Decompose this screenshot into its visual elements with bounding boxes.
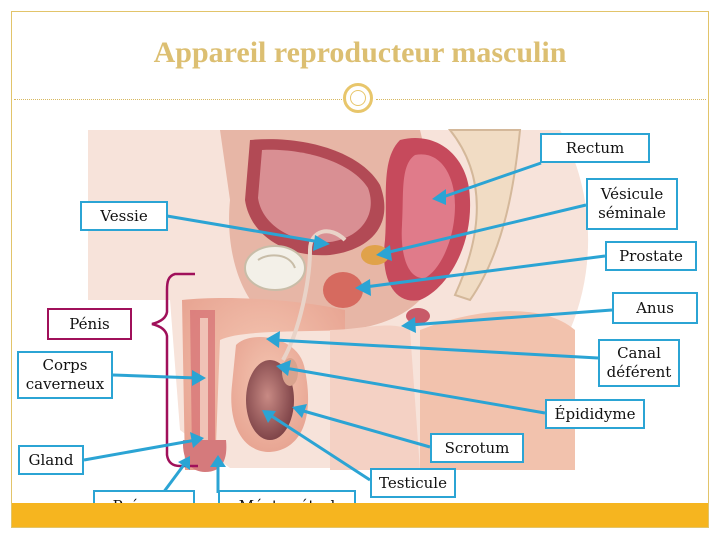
prostate-shape <box>323 272 363 308</box>
label-anus: Anus <box>612 292 698 324</box>
label-gland: Gland <box>18 445 84 475</box>
label-corps-caverneux: Corps caverneux <box>17 351 113 399</box>
label-vesicule-seminale: Vésicule séminale <box>586 178 678 230</box>
label-vessie: Vessie <box>80 201 168 231</box>
label-testicule: Testicule <box>370 468 456 498</box>
accent-bar <box>12 503 708 527</box>
label-rectum: Rectum <box>540 133 650 163</box>
label-canal-deferent: Canal déférent <box>598 339 680 387</box>
label-prostate: Prostate <box>605 241 697 271</box>
label-epididyme: Épididyme <box>545 399 645 429</box>
leader-prepuce <box>163 462 186 493</box>
label-scrotum: Scrotum <box>430 433 524 463</box>
label-penis: Pénis <box>47 308 132 340</box>
leader-gland <box>84 440 196 460</box>
